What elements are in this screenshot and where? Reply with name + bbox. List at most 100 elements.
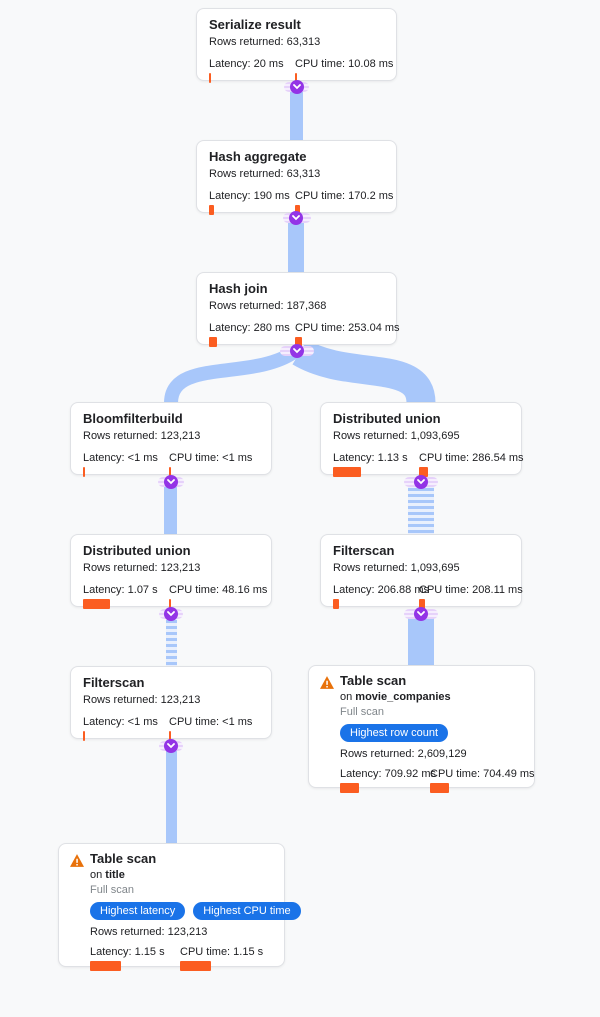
chevron-down-icon [293, 348, 301, 354]
scan-type: Full scan [90, 884, 135, 896]
node-metrics: Latency: 190 ms CPU time: 170.2 ms [209, 190, 393, 215]
cpu-time-bar [169, 467, 171, 477]
collapse-toggle-distributed-union-left[interactable] [164, 607, 178, 621]
latency-label: Latency: 280 ms [209, 322, 290, 334]
plan-node-distributed-union-left[interactable]: Distributed union Rows returned: 123,213… [70, 534, 272, 609]
collapse-toggle-hash-join[interactable] [290, 344, 304, 358]
highest-row-count-badge: Highest row count [340, 724, 449, 742]
rows-returned: Rows returned: 63,313 [209, 36, 321, 48]
latency-label: Latency: 1.13 s [333, 452, 408, 464]
edge-filterscan-left-to-tablescan-left [166, 746, 177, 843]
warning-icon [320, 676, 334, 694]
node-title: Distributed union [83, 543, 191, 558]
rows-returned: Rows returned: 63,313 [209, 168, 321, 180]
node-metrics: Latency: 206.88 ms CPU time: 208.11 ms [333, 584, 523, 609]
rows-returned: Rows returned: 1,093,695 [333, 430, 460, 442]
latency-label: Latency: 206.88 ms [333, 584, 430, 596]
collapse-toggle-distributed-union-right[interactable] [414, 475, 428, 489]
highest-cpu-time-badge: Highest CPU time [193, 902, 301, 920]
rows-returned: Rows returned: 123,213 [83, 562, 201, 574]
node-title: Hash aggregate [209, 149, 307, 164]
edge-hashagg-to-hashjoin [288, 218, 304, 272]
cpu-time-bar [419, 599, 425, 609]
node-title: Filterscan [83, 675, 145, 690]
latency-bar [340, 783, 359, 793]
cpu-time-bar [169, 599, 171, 609]
cpu-time-bar [295, 205, 300, 215]
plan-node-table-scan-title[interactable]: Table scan on title Full scan Highest la… [58, 843, 301, 971]
node-title: Serialize result [209, 17, 301, 32]
collapse-toggle-filterscan-left[interactable] [164, 739, 178, 753]
edge-hashjoin-to-bloomfilterbuild [164, 346, 298, 404]
latency-bar [83, 467, 85, 477]
plan-node-bloomfilterbuild[interactable]: Bloomfilterbuild Rows returned: 123,213 … [70, 402, 272, 477]
edge-bloom-to-distunion-left [164, 482, 177, 534]
latency-label: Latency: <1 ms [83, 452, 158, 464]
edge-distunion-left-to-filterscan-left [166, 614, 177, 666]
collapse-toggle-bloomfilterbuild[interactable] [164, 475, 178, 489]
cpu-time-bar [180, 961, 211, 971]
edge-serialize-to-hashagg [290, 87, 303, 140]
chevron-down-icon [167, 479, 175, 485]
collapse-toggle-serialize[interactable] [290, 80, 304, 94]
latency-label: Latency: 20 ms [209, 58, 284, 70]
rows-returned: Rows returned: 123,213 [90, 926, 208, 938]
rows-returned: Rows returned: 2,609,129 [340, 748, 467, 760]
latency-bar [209, 73, 211, 83]
latency-bar [209, 205, 214, 215]
collapse-toggle-filterscan-right[interactable] [414, 607, 428, 621]
latency-bar [333, 467, 361, 477]
latency-bar [209, 337, 217, 347]
cpu-time-bar [419, 467, 428, 477]
latency-bar [83, 599, 110, 609]
node-title: Hash join [209, 281, 268, 296]
badge-row: Highest latency Highest CPU time [90, 902, 301, 920]
node-title: Table scan [340, 673, 407, 688]
latency-label: Latency: <1 ms [83, 716, 158, 728]
node-title: Bloomfilterbuild [83, 411, 183, 426]
cpu-time-bar [430, 783, 449, 793]
plan-node-serialize-result[interactable]: Serialize result Rows returned: 63,313 L… [196, 8, 397, 83]
cpu-time-label: CPU time: 170.2 ms [295, 190, 394, 202]
highest-latency-badge: Highest latency [90, 902, 186, 920]
plan-node-filterscan-left[interactable]: Filterscan Rows returned: 123,213 Latenc… [70, 666, 272, 741]
node-metrics: Latency: 1.07 s CPU time: 48.16 ms [83, 584, 267, 609]
collapse-toggle-hash-aggregate[interactable] [289, 211, 303, 225]
node-metrics: Latency: 1.15 s CPU time: 1.15 s [90, 946, 272, 971]
scan-type: Full scan [340, 706, 385, 718]
plan-node-hash-aggregate[interactable]: Hash aggregate Rows returned: 63,313 Lat… [196, 140, 397, 215]
chevron-down-icon [417, 479, 425, 485]
edge-distunion-right-to-filterscan-right [408, 482, 434, 534]
edge-hashjoin-to-distributed-union [292, 339, 436, 405]
rows-returned: Rows returned: 1,093,695 [333, 562, 460, 574]
cpu-time-label: CPU time: 208.11 ms [419, 584, 523, 596]
chevron-down-icon [293, 84, 301, 90]
warning-icon [70, 854, 84, 872]
node-metrics: Latency: 280 ms CPU time: 253.04 ms [209, 322, 400, 347]
latency-label: Latency: 1.07 s [83, 584, 158, 596]
rows-returned: Rows returned: 123,213 [83, 430, 201, 442]
cpu-time-label: CPU time: 286.54 ms [419, 452, 524, 464]
node-metrics: Latency: 1.13 s CPU time: 286.54 ms [333, 452, 524, 477]
cpu-time-label: CPU time: 48.16 ms [169, 584, 268, 596]
latency-bar [90, 961, 121, 971]
node-metrics: Latency: 20 ms CPU time: 10.08 ms [209, 58, 393, 83]
cpu-time-bar [295, 337, 302, 347]
chevron-down-icon [167, 611, 175, 617]
node-metrics: Latency: <1 ms CPU time: <1 ms [83, 452, 259, 477]
cpu-time-bar [169, 731, 171, 741]
cpu-time-bar [295, 73, 297, 83]
plan-node-hash-join[interactable]: Hash join Rows returned: 187,368 Latency… [196, 272, 400, 347]
cpu-time-label: CPU time: 704.49 ms [430, 768, 535, 780]
latency-bar [333, 599, 339, 609]
latency-label: Latency: 190 ms [209, 190, 290, 202]
plan-node-filterscan-right[interactable]: Filterscan Rows returned: 1,093,695 Late… [320, 534, 523, 609]
rows-returned: Rows returned: 187,368 [209, 300, 327, 312]
node-metrics: Latency: <1 ms CPU time: <1 ms [83, 716, 259, 741]
plan-node-table-scan-movie-companies[interactable]: Table scan on movie_companies Full scan … [308, 665, 535, 793]
edge-filterscan-right-to-tablescan-right [408, 614, 434, 665]
cpu-time-label: CPU time: 253.04 ms [295, 322, 400, 334]
cpu-time-label: CPU time: <1 ms [169, 716, 253, 728]
plan-node-distributed-union-right[interactable]: Distributed union Rows returned: 1,093,6… [320, 402, 524, 477]
